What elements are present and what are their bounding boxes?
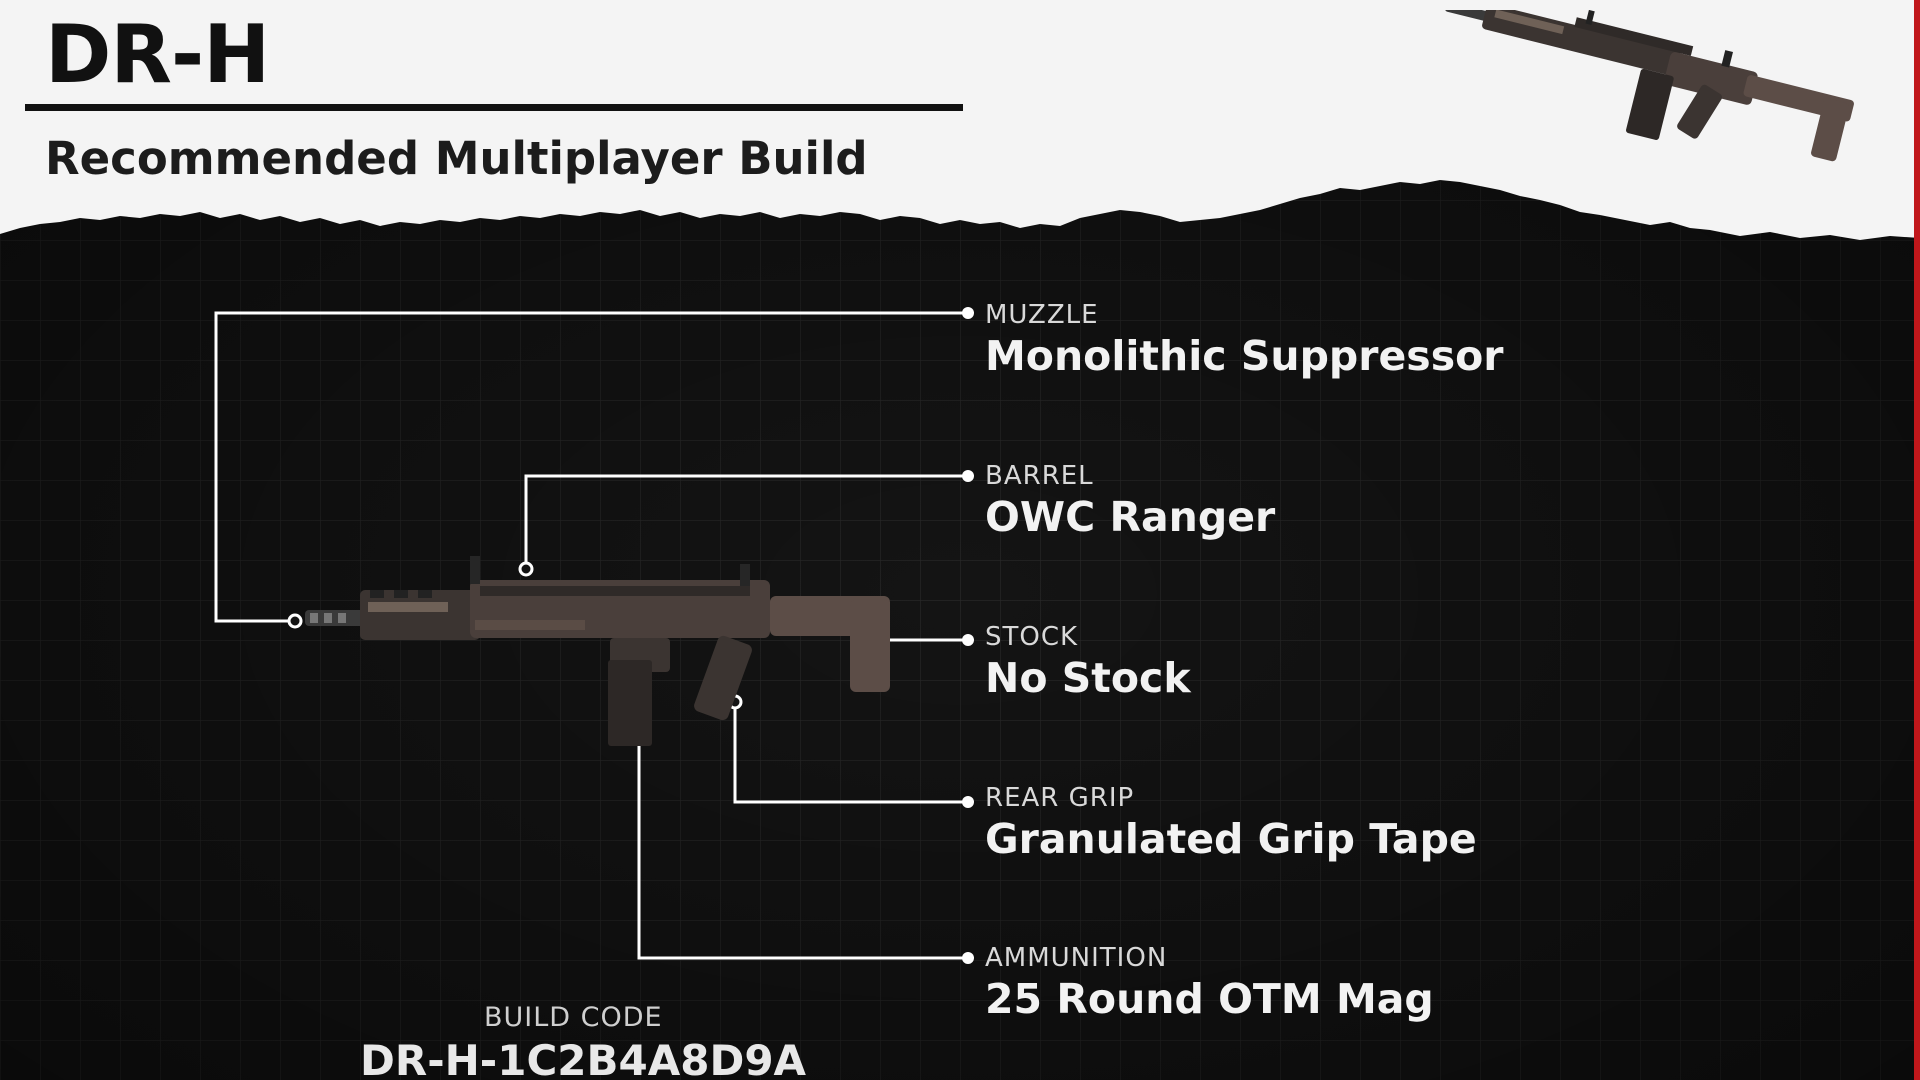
build-code-label: BUILD CODE: [484, 1002, 663, 1033]
attachment-slot-label: REAR GRIP: [985, 783, 1135, 813]
torn-paper-header: [0, 0, 1920, 240]
rifle-main-icon: [305, 556, 890, 746]
weapon-title: DR-H: [45, 8, 270, 101]
rifle-thumbnail-icon: [1445, 10, 1854, 162]
attachment-name: OWC Ranger: [985, 493, 1276, 541]
attachment-name: Granulated Grip Tape: [985, 815, 1477, 863]
attachment-slot-label: BARREL: [985, 461, 1094, 491]
title-divider: [25, 104, 963, 111]
attachment-muzzle: MUZZLE Monolithic Suppressor: [985, 300, 1504, 382]
accent-edge: [1914, 0, 1920, 1080]
attachment-name: No Stock: [985, 654, 1191, 702]
attachment-ammunition: AMMUNITION 25 Round OTM Mag: [985, 943, 1434, 1025]
attachment-barrel: BARREL OWC Ranger: [985, 461, 1275, 543]
build-subtitle: Recommended Multiplayer Build: [45, 132, 868, 185]
attachment-slot-label: AMMUNITION: [985, 943, 1168, 973]
attachment-name: Monolithic Suppressor: [985, 332, 1504, 380]
attachment-slot-label: STOCK: [985, 622, 1079, 652]
attachment-name: 25 Round OTM Mag: [985, 975, 1434, 1023]
attachment-slot-label: MUZZLE: [985, 300, 1099, 330]
build-code-value: DR-H-1C2B4A8D9A: [360, 1036, 807, 1080]
attachment-stock: STOCK No Stock: [985, 622, 1191, 704]
attachment-rear-grip: REAR GRIP Granulated Grip Tape: [985, 783, 1477, 865]
